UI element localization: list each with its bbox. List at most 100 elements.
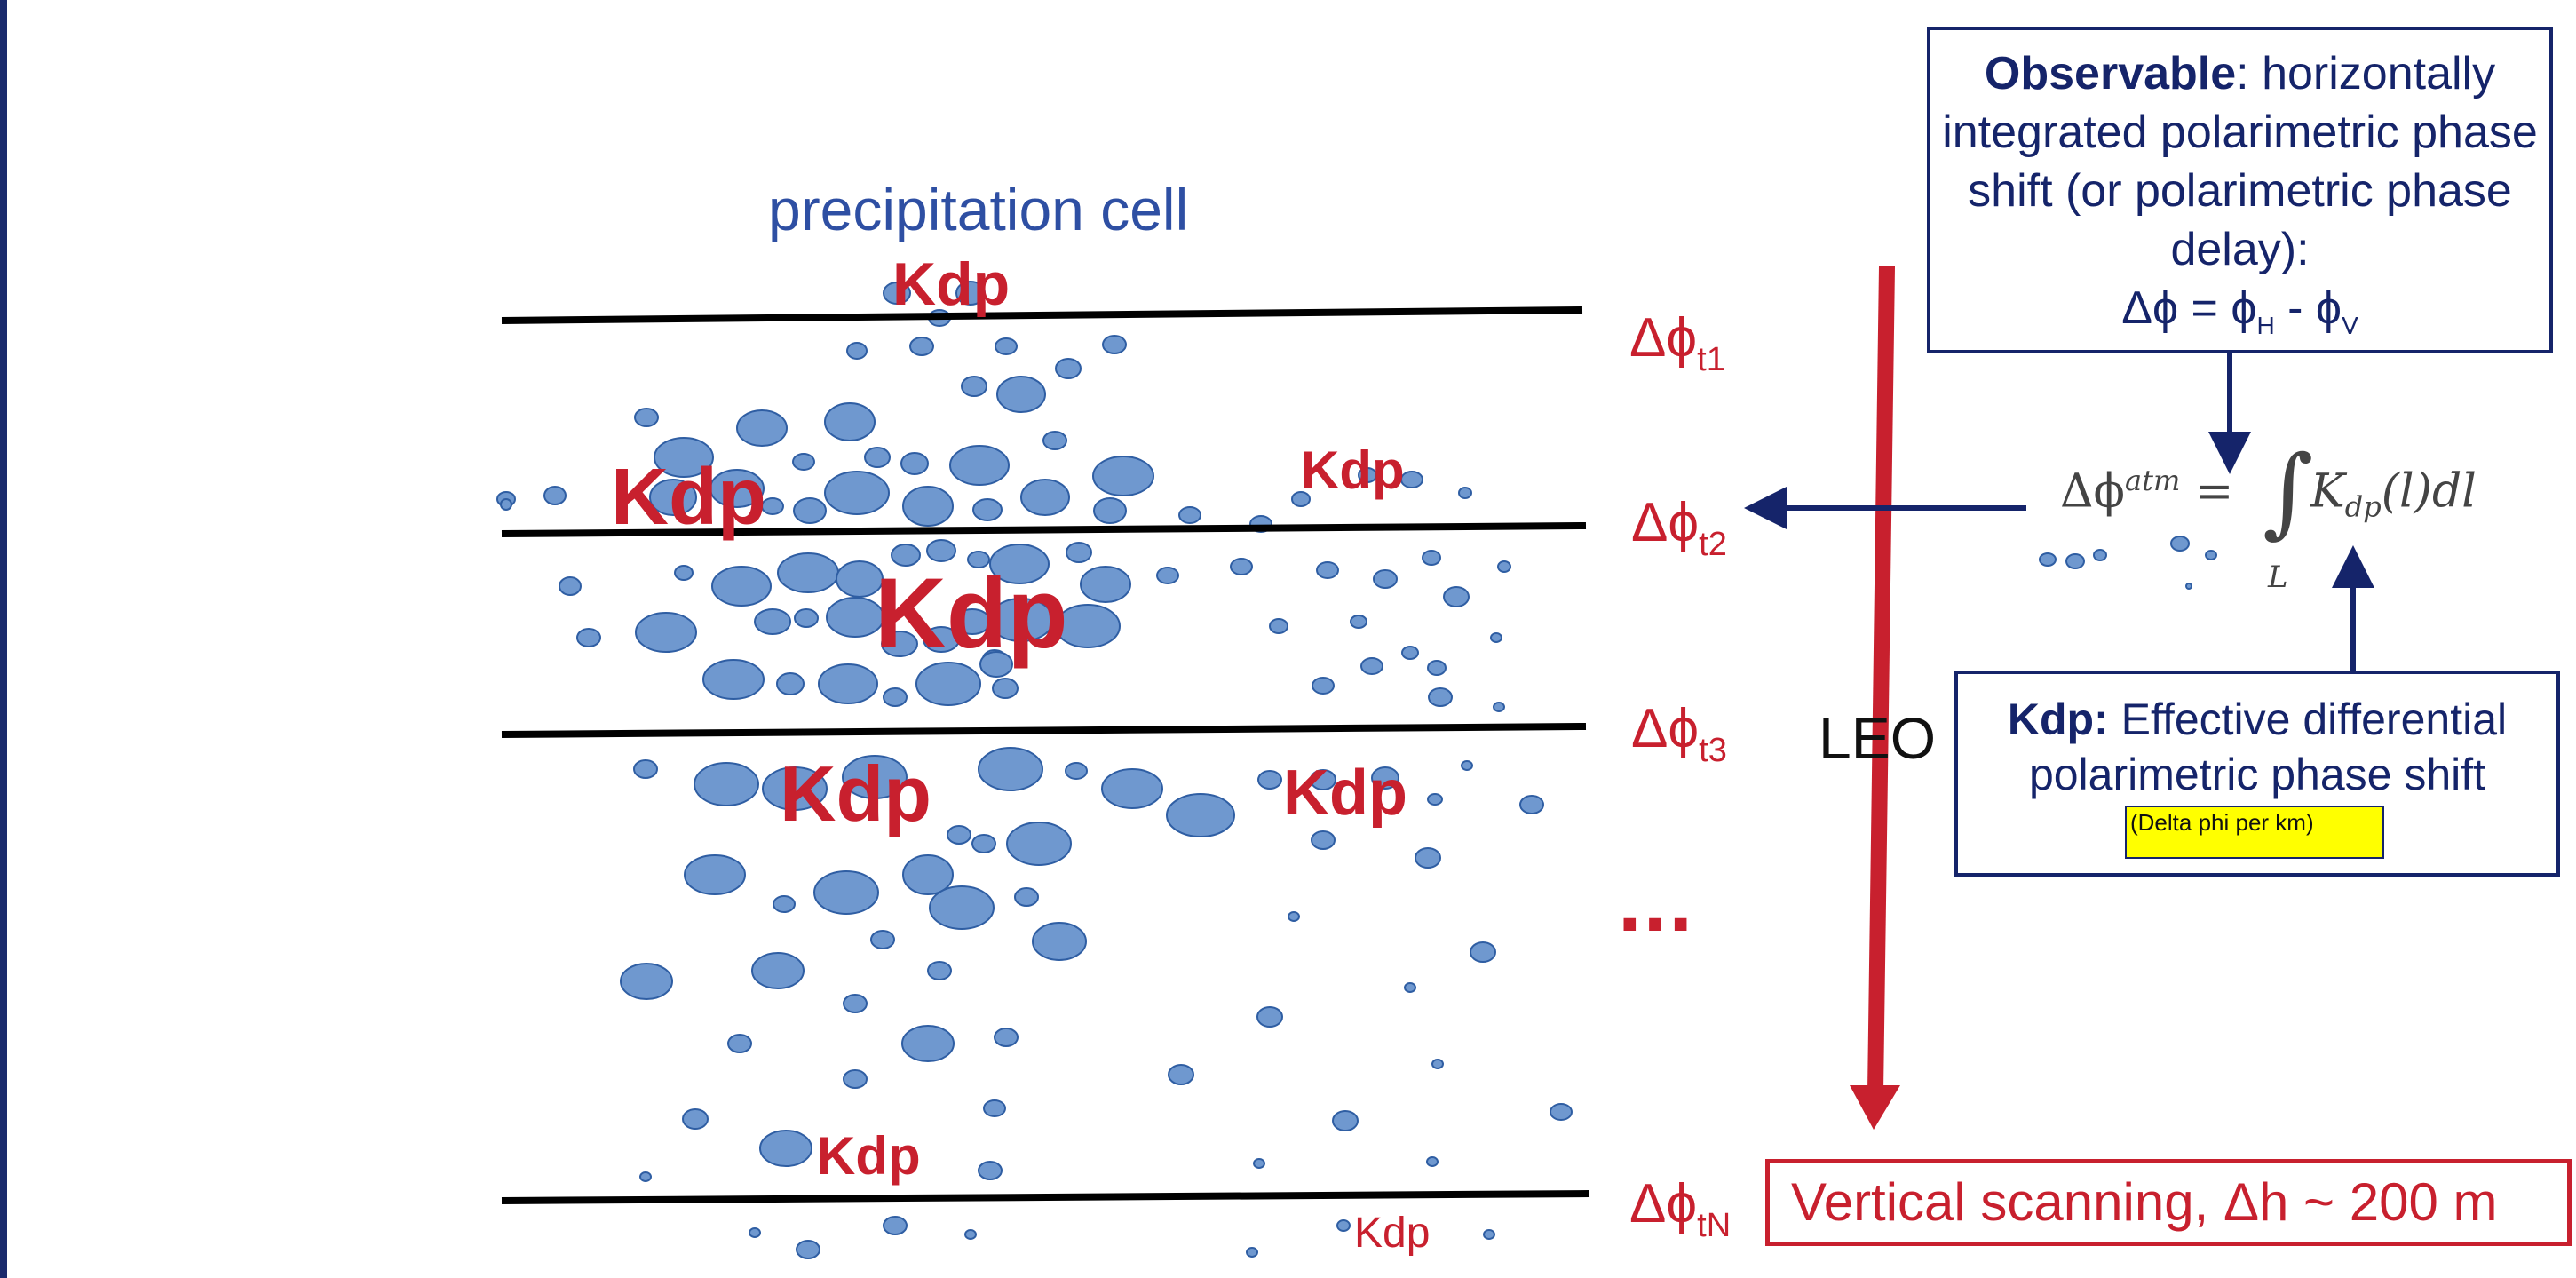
rain-drop — [1055, 358, 1082, 379]
vertical-scanning-label: Vertical scanning, Δh ~ 200 m — [1765, 1159, 2572, 1246]
rain-drop — [2170, 536, 2190, 552]
rain-drop — [1042, 431, 1067, 450]
kdp-definition-box: Kdp: Effective differential polarimetric… — [1954, 671, 2560, 877]
rain-drop — [1102, 335, 1127, 354]
rain-drop — [1483, 1229, 1495, 1240]
rain-drop — [635, 612, 697, 653]
leo-arrow-shaft — [1867, 266, 1895, 1092]
kdp-label: Kdp — [1354, 1210, 1431, 1257]
phase-label-t1: Δϕt1 — [1629, 307, 1725, 378]
rain-drop — [1006, 822, 1072, 866]
rain-drop — [1253, 1158, 1265, 1169]
rain-drop — [559, 576, 582, 596]
rain-drop — [709, 469, 765, 508]
rain-drop — [1461, 760, 1473, 771]
scan-lines — [501, 306, 1590, 1204]
rain-drop — [826, 597, 884, 638]
kdp-definition-text: Effective differential polarimetric phas… — [2028, 695, 2508, 799]
rain-drop — [824, 402, 876, 441]
ellipsis: ... — [1618, 854, 1695, 949]
rain-drop — [915, 662, 981, 706]
rain-drop — [793, 497, 827, 524]
rain-drop — [971, 834, 996, 853]
rain-drop — [1230, 558, 1253, 575]
rain-drop — [2039, 552, 2057, 567]
rain-drop — [978, 1161, 1003, 1180]
rain-drop — [649, 479, 697, 516]
rain-drop — [1178, 506, 1201, 524]
leo-arrow-head — [1850, 1085, 1900, 1130]
rain-drop — [1166, 793, 1235, 837]
rain-drop — [1373, 569, 1398, 589]
rain-drop — [1519, 795, 1544, 814]
rain-drop — [1291, 491, 1311, 507]
rain-drop — [989, 544, 1050, 584]
kdp-label: Kdp — [817, 1126, 921, 1186]
phase-label-t3: Δϕt3 — [1631, 698, 1727, 769]
rain-drop — [1427, 660, 1447, 676]
rain-drop — [1428, 687, 1453, 707]
rain-drop — [776, 672, 805, 695]
rain-drop — [694, 762, 759, 806]
rain-drop — [988, 598, 1054, 642]
rain-drop — [994, 1028, 1019, 1047]
rain-drop — [620, 963, 673, 1000]
rain-drop — [978, 747, 1043, 791]
rain-drop — [674, 565, 694, 581]
integral-sign: ∫ — [2263, 434, 2314, 548]
rain-drop — [824, 471, 890, 515]
rain-drop — [2065, 553, 2085, 569]
rain-drop — [836, 560, 884, 598]
kdp-label: Kdp — [780, 750, 932, 837]
rain-drop — [1493, 702, 1505, 712]
rain-drop — [711, 566, 772, 607]
rain-drop — [736, 409, 788, 447]
rain-drop — [983, 1099, 1006, 1117]
kdp-label: Kdp — [892, 250, 1011, 318]
rain-drop — [909, 337, 934, 356]
rain-drop — [576, 628, 601, 647]
observable-equation: Δϕ = ϕH - ϕV — [2121, 282, 2358, 339]
rain-drop — [1269, 618, 1288, 634]
rain-drop — [927, 961, 952, 980]
rain-drop — [792, 453, 815, 471]
phase-label-t2: Δϕt2 — [1631, 492, 1727, 563]
rain-drop — [1470, 941, 1496, 963]
rain-drop — [979, 651, 1013, 678]
rain-drop — [1490, 632, 1502, 643]
observable-title: Observable — [1984, 48, 2237, 99]
rain-drop — [1288, 911, 1300, 922]
rain-drop — [1080, 566, 1131, 603]
observable-text: : horizontally integrated polarimetric p… — [1942, 48, 2538, 275]
rain-drop — [639, 1171, 652, 1182]
rain-drop — [995, 337, 1018, 355]
rain-drop — [634, 408, 659, 427]
rain-drop — [813, 870, 879, 915]
rain-drop — [967, 551, 990, 568]
rain-drop — [1310, 769, 1336, 790]
rain-drop — [883, 687, 908, 707]
rain-drop — [1400, 471, 1423, 488]
kdp-definition-title: Kdp: — [2007, 695, 2109, 744]
observable-box: Observable: horizontally integrated pola… — [1927, 27, 2553, 353]
rain-drop — [846, 342, 868, 360]
rain-drop — [749, 1227, 761, 1238]
rain-drop — [992, 678, 1019, 699]
rain-drop — [1358, 467, 1377, 483]
rain-drop — [929, 885, 995, 930]
rain-drop — [777, 552, 839, 593]
rain-drop — [684, 854, 746, 895]
rain-drop — [961, 376, 987, 397]
rain-drop — [1404, 982, 1416, 993]
rain-drop — [1550, 1103, 1573, 1121]
rain-drop — [1093, 497, 1127, 524]
rain-drop — [1101, 768, 1163, 809]
rain-drop — [818, 663, 878, 704]
rain-drop — [1311, 830, 1336, 850]
rain-drop — [1427, 793, 1443, 806]
rain-drop — [1458, 487, 1472, 499]
kdp-label: Kdp — [611, 453, 766, 542]
rain-drop — [1350, 615, 1367, 629]
rain-drop — [751, 952, 805, 989]
rain-drop — [2093, 549, 2107, 561]
